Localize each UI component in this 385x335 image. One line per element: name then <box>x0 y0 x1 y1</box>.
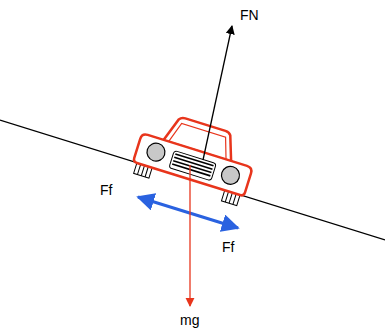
weight-arrow <box>189 165 190 306</box>
car <box>130 107 261 206</box>
force-label: FN <box>240 8 259 22</box>
friction-arrow <box>138 197 238 228</box>
incline-line <box>0 120 385 240</box>
force-label: Ff <box>100 183 112 197</box>
force-label: Ff <box>222 240 234 254</box>
normal-force-arrow <box>203 26 232 160</box>
force-label: mg <box>180 313 199 327</box>
